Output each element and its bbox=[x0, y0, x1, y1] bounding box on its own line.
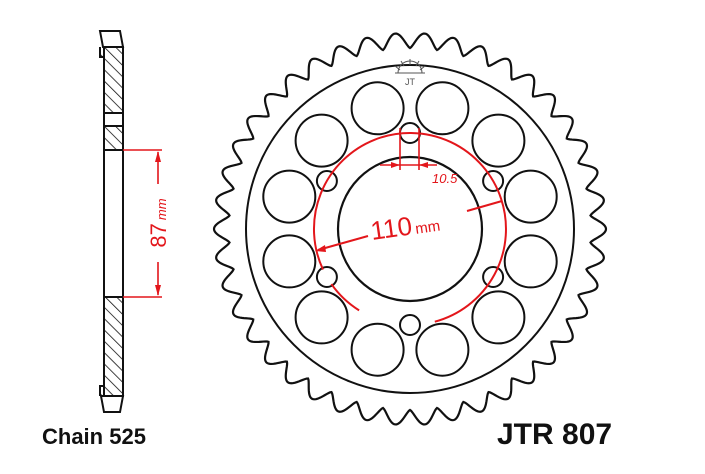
lightening-hole bbox=[294, 113, 349, 168]
front-view: JT bbox=[212, 32, 608, 426]
bolt-hole bbox=[482, 170, 505, 192]
svg-text:110mm: 110mm bbox=[369, 207, 442, 246]
lightening-hole bbox=[262, 234, 317, 289]
bolt-circle-dimension-label: 110mm bbox=[369, 207, 442, 246]
bolt-hole bbox=[315, 170, 338, 192]
bolt-hole bbox=[399, 314, 421, 336]
lightening-hole bbox=[350, 322, 405, 377]
center-hole-dimension-label: 87mm bbox=[146, 198, 171, 247]
lightening-hole bbox=[415, 322, 470, 377]
lightening-holes bbox=[262, 81, 558, 377]
lightening-hole bbox=[415, 81, 470, 136]
part-number-label: JTR 807 bbox=[497, 418, 613, 451]
lightening-hole bbox=[350, 81, 405, 136]
side-view bbox=[98, 30, 125, 413]
bolt-hole bbox=[482, 266, 505, 288]
lightening-hole bbox=[471, 290, 526, 345]
center-hole-dimension bbox=[123, 149, 162, 298]
lightening-hole bbox=[471, 113, 526, 168]
center-hole bbox=[336, 155, 484, 303]
lightening-hole bbox=[294, 290, 349, 345]
bolt-circle-dimension bbox=[312, 128, 507, 323]
chain-size-label: Chain 525 bbox=[42, 424, 146, 449]
sprocket-teeth-outline bbox=[212, 32, 608, 426]
bolt-hole-dimension-label: 10.5 bbox=[432, 171, 458, 186]
lightening-hole bbox=[262, 169, 317, 224]
svg-text:87mm: 87mm bbox=[146, 198, 171, 247]
lightening-hole bbox=[503, 169, 558, 224]
lightening-hole bbox=[503, 234, 558, 289]
bolt-hole bbox=[315, 266, 338, 288]
logo-icon: JT bbox=[394, 59, 426, 87]
svg-text:JT: JT bbox=[405, 77, 416, 87]
